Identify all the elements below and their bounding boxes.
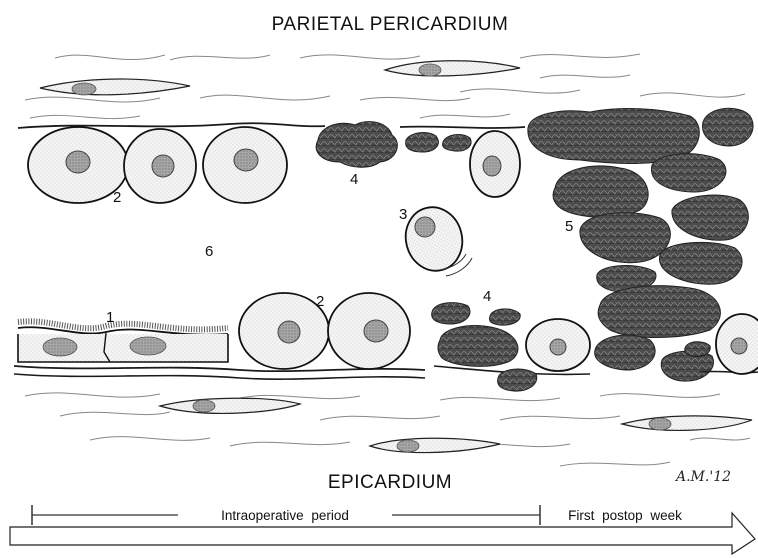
mesothelial-cell: [526, 319, 590, 371]
parietal-pericardium-title: PARIETAL PERICARDIUM: [272, 14, 509, 35]
marker-2-parietal: 2: [113, 189, 121, 206]
marker-2-epicardial: 2: [316, 293, 324, 310]
detaching-mesothelial-cell: [399, 201, 472, 277]
epicardial-basement-line: [14, 374, 425, 379]
marker-4-epicardial: 4: [483, 288, 491, 305]
marker-5: 5: [565, 218, 573, 235]
mesothelial-cell: [328, 293, 410, 369]
first-postop-week-label: First postop week: [568, 508, 682, 523]
epicardial-fibroblast: [160, 398, 300, 413]
mesothelial-cell: [203, 127, 287, 203]
marker-6: 6: [205, 243, 213, 260]
epicardial-fibroblast: [370, 438, 500, 452]
parietal-fibroblast: [385, 61, 520, 76]
intact-mesothelium-with-microvilli: [18, 321, 228, 362]
epicardial-fibroblast: [622, 416, 752, 430]
epicardium-title: EPICARDIUM: [328, 472, 452, 493]
epicardial-fibers: [25, 393, 750, 466]
parietal-basement-line: [400, 127, 525, 128]
timeline: Intraoperative period First postop week: [10, 505, 755, 554]
mesothelial-cell: [124, 129, 196, 203]
marker-1: 1: [106, 309, 114, 326]
mesothelial-cell: [470, 131, 520, 197]
fibrin-clot: [316, 122, 471, 168]
parietal-fibroblast: [40, 79, 190, 95]
author-signature: A.M.'12: [674, 469, 731, 485]
marker-4-parietal: 4: [350, 171, 358, 188]
marker-3: 3: [399, 206, 407, 223]
parietal-basement-line: [18, 123, 325, 128]
mesothelial-cell: [716, 314, 758, 374]
intraoperative-period-label: Intraoperative period: [221, 508, 349, 523]
fibrin-clot: [432, 303, 537, 391]
